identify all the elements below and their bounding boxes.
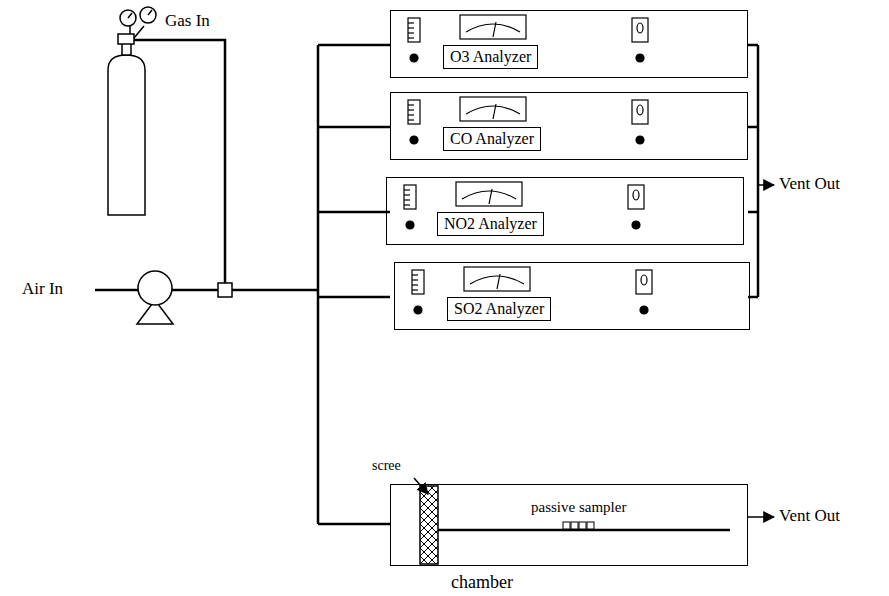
passive-sampler-badges (563, 522, 594, 529)
gas-cylinder (108, 7, 156, 215)
analyzer-name: SO2 Analyzer (447, 297, 551, 321)
analyzer-name: CO Analyzer (443, 127, 541, 151)
flow-label: Gas In (165, 12, 210, 31)
callout-label: scree (372, 458, 401, 473)
analyzer-panel: O3 Analyzer (390, 10, 748, 78)
analyzer-name: NO2 Analyzer (437, 212, 544, 236)
vent-arrows (414, 185, 774, 517)
chamber-caption: chamber (451, 573, 513, 593)
screen (420, 486, 438, 564)
chamber-box: passive samplerchamber (390, 484, 748, 566)
pump (137, 271, 173, 324)
analyzer-panel: NO2 Analyzer (386, 177, 744, 245)
analyzer-panel: CO Analyzer (390, 92, 748, 160)
sampler-label: passive sampler (531, 499, 626, 516)
flow-label: Vent Out (779, 175, 840, 194)
tee-fitting (218, 283, 232, 297)
tubing (95, 40, 758, 524)
analyzer-panel: SO2 Analyzer (394, 262, 750, 330)
flow-label: Vent Out (779, 507, 840, 526)
flow-label: Air In (22, 280, 63, 299)
analyzer-name: O3 Analyzer (443, 45, 538, 69)
analyzer-panel-details (404, 15, 652, 314)
